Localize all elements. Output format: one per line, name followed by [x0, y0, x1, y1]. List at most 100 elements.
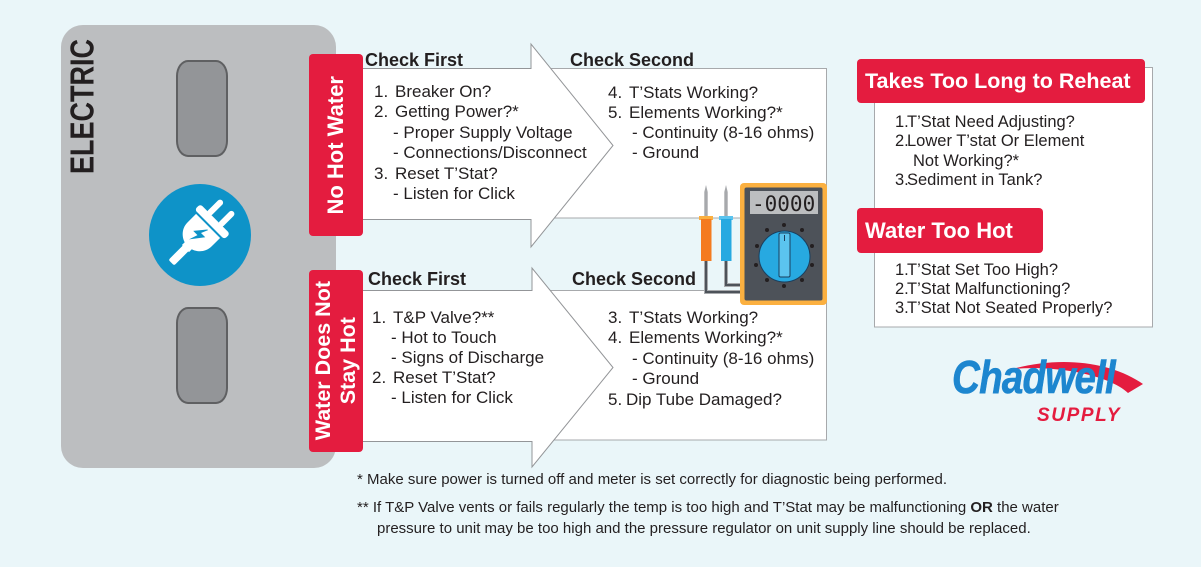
item-text: T’Stats Working? [629, 308, 759, 327]
item-text: Lower T’stat Or Element [907, 132, 1085, 151]
check-second-heading: Check Second [570, 50, 695, 70]
section-label-line: Stay Hot [336, 317, 360, 405]
item-text: Dip Tube Damaged? [626, 389, 782, 409]
list-subitem: - Connections/Disconnect [393, 143, 587, 163]
list-item: 3. T’Stats Working? [608, 308, 814, 328]
check-first-arrow-no-hot-water [354, 42, 614, 249]
item-number: 3. [608, 308, 623, 327]
item-number: 1. [895, 260, 909, 279]
item-text: Reset T’Stat? [395, 163, 498, 183]
check-first-heading: Check First [368, 269, 467, 289]
item-number: 4. [608, 328, 623, 348]
list-item-continuation: Not Working?* [913, 151, 1020, 170]
footnote-text: the water [992, 499, 1059, 516]
check-first-list: 1. T&P Valve?** - Hot to Touch - Signs of… [372, 308, 544, 408]
list-subitem: - Signs of Discharge [391, 348, 545, 367]
list-subitem: - Proper Supply Voltage [393, 122, 573, 142]
item-number: 2. [895, 279, 909, 298]
dial-markers [754, 223, 814, 288]
item-text: T’Stat Malfunctioning? [907, 279, 1071, 298]
list-item: 1. Breaker On? [374, 82, 587, 102]
dial-pointer [778, 232, 791, 278]
item-text: Elements Working?* [629, 328, 783, 348]
list-item: 3.Sediment in Tank? [895, 171, 1084, 190]
list-item: 1.T’Stat Need Adjusting? [895, 113, 1084, 132]
electric-plug-icon [149, 184, 251, 286]
list-item: 1. T&P Valve?** [372, 308, 544, 328]
item-text: T’Stat Set Too High? [907, 260, 1059, 279]
list-item: 3. Reset T’Stat? [374, 164, 587, 184]
check-first-arrow-water-not-hot [354, 266, 614, 469]
list-subitem: - Listen for Click [391, 388, 513, 407]
electric-water-heater-panel: ELECTRIC [61, 25, 336, 468]
list-item: 2. Reset T’Stat? [372, 368, 544, 388]
item-number: 3. [895, 298, 909, 317]
item-text: T’Stat Need Adjusting? [907, 113, 1075, 131]
red-probe [699, 185, 713, 261]
issue-list-slow-reheat: 1.T’Stat Need Adjusting? 2.Lower T’stat … [895, 113, 1084, 190]
check-second-list: 3.T’Stats Working? 4.Elements Working?* … [608, 308, 814, 410]
logo-wordmark: Chadwell [952, 351, 1116, 403]
section-label-text: No Hot Water [323, 75, 348, 215]
list-subitem: - Continuity (8-16 ohms) [632, 123, 815, 142]
item-number: 1. [895, 113, 909, 131]
list-subitem: - Continuity (8-16 ohms) [632, 348, 815, 368]
item-text: Getting Power?* [395, 102, 519, 122]
item-number: 3. [374, 163, 389, 183]
black-probe [719, 185, 733, 261]
list-item: 1.T’Stat Set Too High? [895, 261, 1112, 280]
list-subitem: - Ground [632, 369, 700, 389]
check-second-list: 4.T’Stats Working? 5.Elements Working?* … [608, 83, 814, 163]
meter-display-screen [750, 191, 818, 214]
item-number: 2. [895, 132, 909, 151]
footnote-power-off: * Make sure power is turned off and mete… [357, 471, 948, 488]
list-item: 5. Elements Working?* [608, 103, 814, 123]
footnote-text: ** If T&P Valve vents or fails regularly… [357, 499, 971, 516]
item-text: Breaker On? [395, 82, 492, 101]
section-label-no-hot-water: No Hot Water [309, 54, 363, 236]
list-item: 2. Getting Power?* [374, 102, 587, 122]
item-number: 2. [374, 102, 389, 122]
section-label-line: Water Does Not [311, 281, 335, 441]
list-subitem: - Listen for Click [393, 183, 515, 203]
list-item: 2.T’Stat Malfunctioning? [895, 280, 1112, 299]
lower-element-cover [176, 307, 228, 404]
list-item: 4. Elements Working?* [608, 328, 814, 348]
item-text: Elements Working?* [629, 103, 783, 122]
item-text: T’Stats Working? [629, 83, 759, 102]
list-item: 5.Dip Tube Damaged? [608, 390, 814, 410]
item-number: 5. [608, 389, 623, 409]
item-number: 4. [608, 83, 623, 102]
upper-element-cover [176, 60, 228, 157]
footnote-tp-valve-continuation: pressure to unit may be too high and the… [377, 520, 1031, 537]
logo-swoosh-icon [1012, 361, 1143, 393]
footnote-emphasis: OR [970, 499, 993, 516]
check-first-list: 1. Breaker On? 2. Getting Power?* - Proper… [374, 82, 587, 204]
item-number: 5. [608, 103, 623, 122]
chadwell-supply-logo: Chadwell SUPPLY [940, 350, 1160, 435]
meter-display-reading: -0000 [752, 192, 815, 216]
side-issues-box [874, 67, 1153, 328]
item-text: T&P Valve?** [393, 308, 495, 327]
list-item: 2.Lower T’stat Or Element [895, 132, 1084, 151]
item-text: Reset T’Stat? [393, 368, 496, 387]
issue-title-slow-reheat: Takes Too Long to Reheat [857, 59, 1145, 103]
list-item: 3.T’Stat Not Seated Properly? [895, 299, 1112, 318]
check-first-heading: Check First [365, 50, 464, 70]
check-second-heading: Check Second [572, 269, 697, 289]
item-number: 1. [372, 308, 387, 327]
list-subitem: - Hot to Touch [391, 328, 497, 347]
item-text: T’Stat Not Seated Properly? [907, 298, 1113, 317]
multimeter-icon: -0000 [699, 183, 827, 305]
item-number: 2. [372, 368, 387, 387]
probe-wires [704, 258, 744, 294]
issue-list-water-too-hot: 1.T’Stat Set Too High? 2.T’Stat Malfunct… [895, 261, 1112, 318]
item-number: 1. [374, 82, 389, 101]
logo-tagline: SUPPLY [1037, 405, 1122, 426]
list-subitem: - Ground [632, 143, 700, 162]
list-item: 4. T’Stats Working? [608, 83, 814, 103]
